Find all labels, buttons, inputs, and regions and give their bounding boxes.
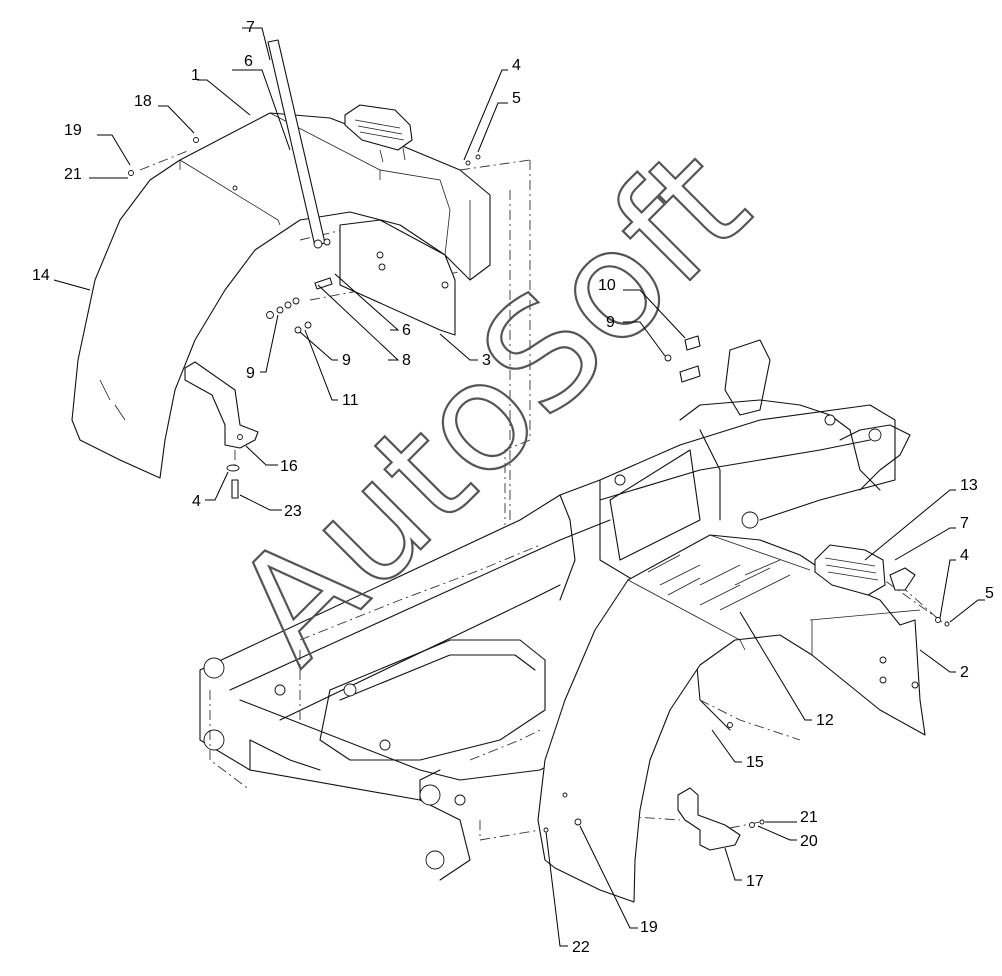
callout-16: 16 xyxy=(280,458,298,475)
left-fender xyxy=(71,112,491,479)
callout-7: 7 xyxy=(960,515,969,532)
callout-17: 17 xyxy=(746,873,764,890)
side-panel-left xyxy=(339,219,456,336)
callout-6: 6 xyxy=(402,322,411,339)
callout-14: 14 xyxy=(32,267,50,284)
callout-12: 12 xyxy=(816,712,834,729)
callout-8: 8 xyxy=(402,352,411,369)
callout-9: 9 xyxy=(606,314,615,331)
callout-2: 2 xyxy=(960,664,969,681)
callout-20: 20 xyxy=(800,833,818,850)
loader-frame xyxy=(199,339,911,881)
bracket-left xyxy=(184,361,259,499)
left-tail-light xyxy=(344,104,413,163)
callout-9: 9 xyxy=(342,352,351,369)
callout-19: 19 xyxy=(640,919,658,936)
leader-lines xyxy=(53,27,985,947)
hardware-left xyxy=(266,154,481,334)
callout-22: 22 xyxy=(572,939,590,956)
callout-9: 9 xyxy=(246,365,255,382)
callout-5: 5 xyxy=(985,585,994,602)
callout-15: 15 xyxy=(746,754,764,771)
callout-10: 10 xyxy=(598,277,616,294)
callout-1: 1 xyxy=(191,67,200,84)
callout-13: 13 xyxy=(960,477,978,494)
bracket-right xyxy=(677,787,765,851)
callout-4: 4 xyxy=(192,493,201,510)
callout-19: 19 xyxy=(64,122,82,139)
hardware-right xyxy=(543,335,950,833)
callout-21: 21 xyxy=(800,809,818,826)
mounting-bar-left xyxy=(267,39,331,249)
callout-18: 18 xyxy=(134,93,152,110)
callout-labels: 7 6 1 18 19 21 14 4 5 6 8 3 9 9 11 16 4 … xyxy=(32,19,994,956)
callout-6: 6 xyxy=(244,53,253,70)
callout-5: 5 xyxy=(512,90,521,107)
callout-11: 11 xyxy=(342,392,359,409)
callout-7: 7 xyxy=(246,19,255,36)
callout-23: 23 xyxy=(284,503,302,520)
callout-21: 21 xyxy=(64,166,82,183)
callout-4: 4 xyxy=(512,57,521,74)
callout-4: 4 xyxy=(960,547,969,564)
callout-3: 3 xyxy=(482,352,491,369)
